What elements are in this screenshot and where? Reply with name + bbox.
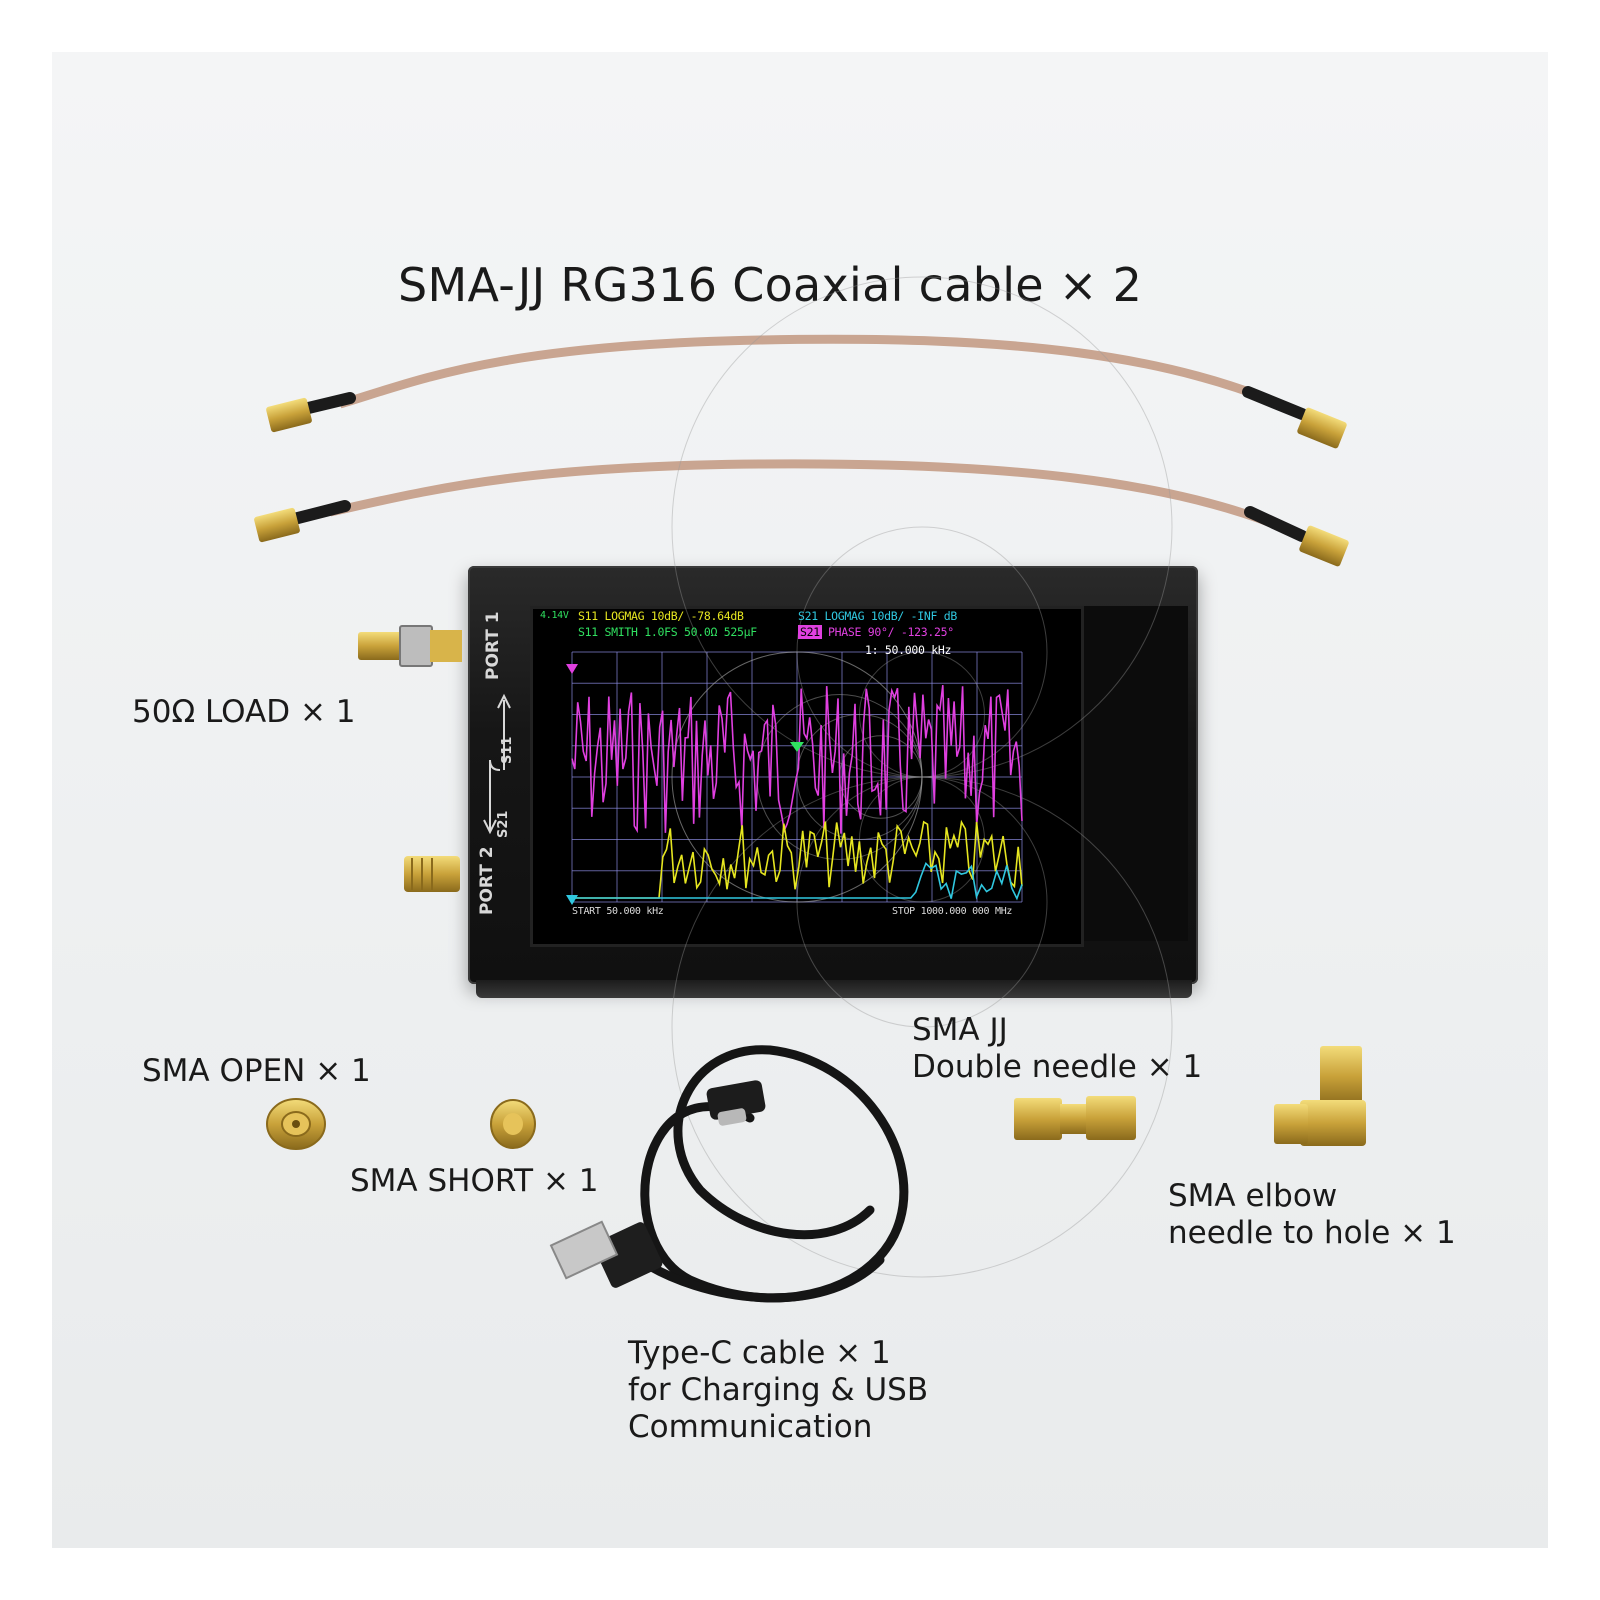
port2-connector-icon (404, 856, 460, 892)
sma-double-needle-icon (1014, 1096, 1136, 1140)
device-base (476, 980, 1192, 998)
s21-phase-tag: S21 (798, 625, 822, 639)
stop-frequency: STOP 1000.000 000 MHz (892, 906, 1013, 917)
open-label: SMA OPEN × 1 (142, 1053, 371, 1089)
sma-connector-icon (1299, 525, 1349, 567)
battery-voltage: 4.14V (540, 610, 569, 621)
s21-phase-readout: PHASE 90°/ -123.25° (828, 625, 954, 639)
signal-path-arrows (483, 693, 511, 835)
smith-arc (859, 651, 985, 778)
smith-arc (796, 776, 1048, 1028)
typec-label: Type-C cable × 1 for Charging & USB Comm… (628, 1335, 929, 1446)
load-connector-icon (358, 625, 462, 667)
coax-cable-2 (254, 459, 1349, 567)
sma-connector-icon (1297, 407, 1347, 449)
smith-arc (671, 276, 1173, 778)
sma-connector-icon (266, 397, 312, 433)
screen-bezel (1078, 606, 1188, 941)
marker-1-icon (790, 742, 804, 752)
elbow-label: SMA elbow needle to hole × 1 (1168, 1178, 1456, 1252)
sma-connector-icon (254, 507, 300, 543)
cable-title: SMA-JJ RG316 Coaxial cable × 2 (398, 258, 1143, 312)
s11-smith-readout: S11 SMITH 1.0FS 50.0Ω 525μF (578, 625, 757, 639)
reference-marker-icon (566, 664, 578, 674)
reference-marker-icon (566, 895, 578, 905)
short-label: SMA SHORT × 1 (350, 1163, 599, 1199)
sma-elbow-icon (1274, 1046, 1366, 1146)
smith-arc (796, 526, 1048, 778)
sma-short-icon (490, 1099, 536, 1149)
s21-logmag-trace (572, 861, 1023, 901)
marker-readout: 1: 50.000 kHz (865, 643, 952, 657)
double-needle-label: SMA JJ Double needle × 1 (912, 1012, 1203, 1086)
sma-open-icon (266, 1098, 326, 1150)
s11-logmag-readout: S11 LOGMAG 10dB/ -78.64dB (578, 609, 744, 623)
coax-cable-1 (266, 334, 1347, 449)
start-frequency: START 50.000 kHz (572, 906, 664, 917)
usb-c-plug-icon (706, 1080, 766, 1126)
load-label: 50Ω LOAD × 1 (132, 694, 356, 730)
usb-cable-icon (635, 1045, 909, 1303)
s21-logmag-readout: S21 LOGMAG 10dB/ -INF dB (798, 609, 957, 623)
s21-phase-trace (571, 685, 1023, 834)
smith-arc (671, 776, 1173, 1278)
usb-a-plug-icon (549, 1220, 663, 1288)
